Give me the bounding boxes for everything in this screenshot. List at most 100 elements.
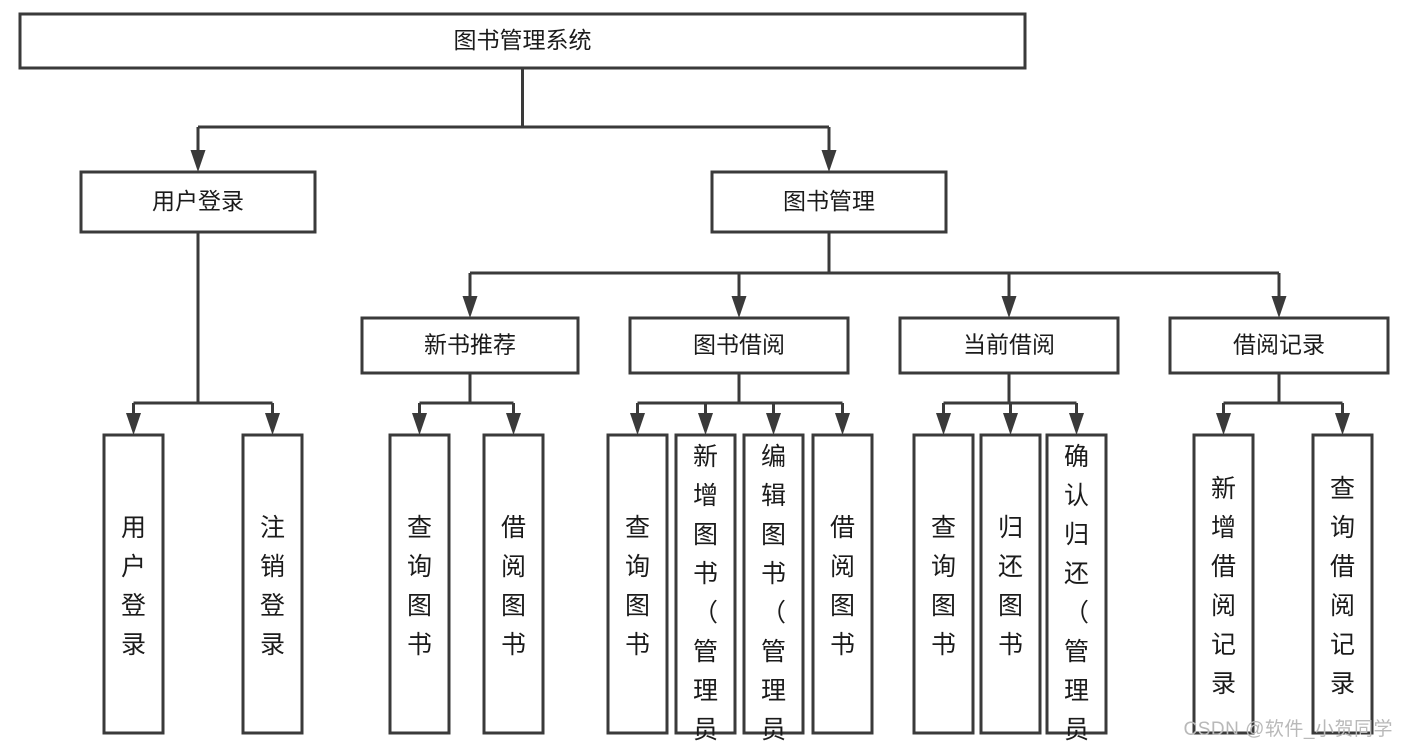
node-box	[898, 316, 1120, 375]
node-label-char: 新	[1211, 475, 1236, 503]
node-label: 当前借阅	[963, 332, 1055, 358]
node-label-char: 还	[1064, 560, 1089, 588]
node-label-char: 图	[830, 592, 855, 620]
node-label-char: 录	[1330, 670, 1355, 698]
node-label: 图书管理系统	[454, 27, 592, 53]
node-label-char: 新	[693, 443, 718, 471]
node-label-char: 借	[1211, 553, 1236, 581]
node-book-management[interactable]: 图书管理	[710, 170, 948, 234]
node-label-char: 阅	[1211, 592, 1236, 620]
node-label-char: 记	[1330, 631, 1355, 659]
node-label-char: 记	[1211, 631, 1236, 659]
arrow-head-icon	[1001, 296, 1017, 318]
node-user-login[interactable]: 用户登录	[79, 170, 317, 234]
node-label-char: 书	[998, 631, 1023, 659]
node-label-char: 图	[761, 521, 786, 549]
node-label-char: 书	[625, 631, 650, 659]
arrow-head-icon	[1335, 413, 1350, 435]
node-root[interactable]: 图书管理系统	[18, 12, 1027, 70]
arrow-head-icon	[936, 413, 951, 435]
node-borrow-record[interactable]: 借阅记录	[1168, 316, 1390, 375]
node-label-char: 录	[121, 631, 146, 659]
node-label: 新书推荐	[424, 332, 516, 358]
node-new-book-recommend[interactable]: 新书推荐	[360, 316, 580, 375]
arrow-head-icon	[1003, 413, 1018, 435]
arrow-head-icon	[835, 413, 850, 435]
connectors-layer	[126, 68, 1350, 435]
node-label-char: 管	[693, 638, 718, 666]
node-label-char: 用	[121, 514, 146, 542]
node-label-char: 编	[761, 443, 786, 471]
node-label-char: 注	[260, 514, 285, 542]
arrow-head-icon	[462, 296, 478, 318]
node-label-char: 图	[625, 592, 650, 620]
arrow-head-icon	[265, 413, 280, 435]
node-label-char: 询	[625, 553, 650, 581]
node-label-char: 询	[1330, 514, 1355, 542]
node-label-char: 阅	[501, 553, 526, 581]
node-label-char: 查	[931, 514, 956, 542]
node-label-char: 查	[407, 514, 432, 542]
node-label-char: 查	[1330, 475, 1355, 503]
node-box	[674, 433, 737, 735]
node-label-char: 书	[931, 631, 956, 659]
node-box	[742, 433, 805, 735]
arrow-head-icon	[1271, 296, 1287, 318]
node-label-char: 登	[121, 592, 146, 620]
node-current-borrow[interactable]: 当前借阅	[898, 316, 1120, 375]
node-box	[912, 433, 975, 735]
node-box	[18, 12, 1027, 70]
node-label-char: 理	[761, 677, 786, 705]
node-box	[606, 433, 669, 735]
node-label-char: 借	[501, 514, 526, 542]
node-label-char: 增	[1211, 514, 1236, 542]
node-label-char: 录	[260, 631, 285, 659]
node-box	[388, 433, 451, 735]
node-label-char: 认	[1064, 482, 1089, 510]
node-label-char: 归	[998, 514, 1023, 542]
node-box	[1045, 433, 1108, 735]
node-leaf-user-login[interactable]: 用户登录	[102, 433, 165, 735]
node-book-borrow[interactable]: 图书借阅	[628, 316, 850, 375]
arrow-head-icon	[821, 150, 837, 172]
arrow-head-icon	[506, 413, 521, 435]
node-box	[482, 433, 545, 735]
node-label-char: 员	[1064, 716, 1089, 744]
node-label-char: 录	[1211, 670, 1236, 698]
arrow-head-icon	[731, 296, 747, 318]
arrow-head-icon	[412, 413, 427, 435]
node-label-char: 图	[693, 521, 718, 549]
node-label-char: 图	[407, 592, 432, 620]
arrow-head-icon	[1216, 413, 1231, 435]
node-box	[1311, 433, 1374, 735]
node-label-char: 书	[761, 560, 786, 588]
node-label: 图书管理	[783, 188, 875, 214]
nodes-layer: 图书管理系统用户登录图书管理新书推荐图书借阅当前借阅借阅记录用户登录注销登录查询…	[18, 12, 1390, 747]
arrow-head-icon	[190, 150, 206, 172]
arrow-head-icon	[1069, 413, 1084, 435]
node-label: 借阅记录	[1233, 332, 1325, 358]
node-label-char: 借	[1330, 553, 1355, 581]
node-box	[628, 316, 850, 375]
node-box	[979, 433, 1042, 735]
node-label-char: 员	[693, 716, 718, 744]
arrow-head-icon	[126, 413, 141, 435]
node-label-char: 书	[407, 631, 432, 659]
node-label-char: 登	[260, 592, 285, 620]
node-box	[79, 170, 317, 234]
arrow-head-icon	[630, 413, 645, 435]
